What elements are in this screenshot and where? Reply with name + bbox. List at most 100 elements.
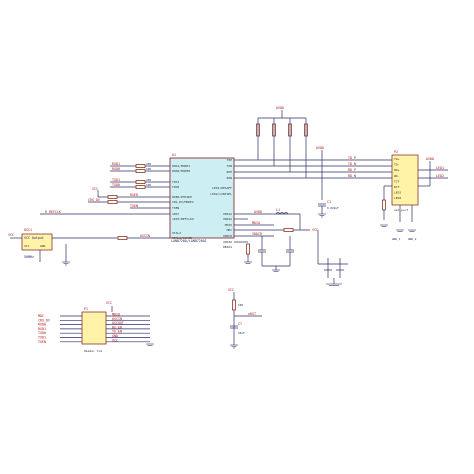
rx-resistor-bank: RXD1 RXD0 TXD1 TXD0 10R 10R 10R 10R — [110, 162, 170, 189]
header-left-net: TXD0 — [38, 331, 46, 335]
net-led1: LED1 — [436, 166, 444, 170]
ic-pin-label: LED2/nINTSEL — [210, 192, 232, 196]
oscillator-pin-vcc: VCC — [24, 244, 30, 248]
header-right-net: VCC — [112, 338, 118, 342]
ic-pin-label: RXER/PHYAD0 — [172, 195, 192, 199]
header-left-net: TXEN — [38, 340, 46, 344]
termination-network: AVDD — [256, 106, 308, 178]
ic-pin-label: LED1/REGOFF — [212, 186, 232, 190]
net-vcc-rst: VCC — [228, 288, 234, 292]
net-rxd0: RXD0 — [112, 167, 120, 171]
net-txen: TXEN — [130, 204, 138, 208]
header-part: Header 7x2 — [84, 349, 102, 353]
rj45-pin-label: RCT — [394, 185, 400, 189]
net-r-refclk: R_REFCLK — [45, 210, 61, 214]
header-left-net: TXD1 — [38, 336, 46, 340]
ground-symbol — [326, 283, 342, 286]
header-ref: P1 — [84, 307, 88, 311]
ic-pin-label: nINT/REFCLKO — [172, 217, 194, 221]
header-left-net: CRS_DV — [38, 318, 50, 322]
header-right-net: GND — [112, 334, 118, 338]
oscillator-freq: 50MHz — [24, 255, 34, 259]
rj45-pin-label: TD+ — [394, 157, 400, 161]
cap-nrst-value: 10uF — [238, 331, 245, 335]
net-vddcr: VDDCR — [252, 232, 262, 236]
ic-pin-label: nRST — [172, 212, 179, 216]
ic-pin-label: RXP — [227, 170, 233, 174]
ic-pin-label: RXD1/MODE1 — [172, 164, 190, 168]
ic-right-pins: TXP TXN RXP RXN LED1/REGOFF LED2/nINTSEL VDD1A… — [210, 158, 232, 249]
ground-symbol — [62, 261, 70, 266]
ic-pin-label: VDDIO — [223, 240, 232, 244]
ground-symbol — [272, 269, 280, 272]
rj45-pin-label: LED2 — [394, 196, 401, 200]
refclk-net: R_REFCLK — [40, 210, 170, 215]
ic-pin-label: MDC — [227, 228, 233, 232]
net-rxd1: RXD1 — [112, 162, 120, 166]
net-nrst: nRST — [248, 312, 256, 316]
net-rxer: RXER — [130, 193, 138, 197]
header-left-net: RXD1 — [38, 327, 46, 331]
ic-pin-label: VDD1A — [223, 212, 232, 216]
ic-pin-label: TXP — [227, 158, 233, 162]
cap-value: 0.022uF — [327, 206, 339, 210]
ground-symbol — [230, 344, 238, 349]
ic-pin-label: TXN — [227, 164, 233, 168]
ic-pin-label: RBIAS — [223, 245, 232, 249]
ground-symbol — [146, 343, 154, 346]
rj45-pin-label: TD- — [394, 163, 400, 167]
power-section: AVDD L1 MDIO VCC VDDCR — [234, 208, 348, 286]
net-txd1: TXD1 — [112, 178, 120, 182]
ic-ref: U1 — [172, 153, 176, 157]
ground-symbol — [408, 229, 416, 232]
resistor-value: 10R — [146, 183, 151, 187]
net-avdd-mid: AVDD — [316, 146, 324, 150]
rj45-pin-label: RD+ — [394, 168, 400, 172]
diff-pairs: TD_P TD_N RD_P RD_N — [234, 156, 392, 179]
ic-body — [169, 157, 235, 239]
ground-symbol — [244, 261, 252, 264]
ic-lan8720: U1 LAN8720A/LAN8720AI RXD1/MODE1RXD0/MOD… — [169, 153, 235, 249]
inductor-l1 — [275, 212, 289, 215]
resistor-mdc — [283, 228, 294, 232]
resistor-led — [382, 199, 386, 211]
header-right-net: OSCIN — [112, 317, 122, 321]
net-txd0: TXD0 — [112, 183, 120, 187]
resistor-value: 10R — [146, 167, 151, 171]
ic-pin-label: MDIO — [225, 223, 232, 227]
rxer-crsdv-block: VCC RXER CRS_DV TXEN — [88, 187, 170, 209]
net-avdd-u1: AVDD — [254, 210, 262, 214]
rj45-part: net_port — [394, 208, 409, 212]
oscillator: OSC1 VCC Output VCC GND 50MHz OSCIN VCC — [8, 228, 170, 266]
rj45-body — [391, 154, 419, 206]
net-vcc-hdr: VCC — [106, 301, 112, 305]
header-left-net: RXD0 — [38, 323, 46, 327]
ic-pin-label: RXN — [227, 176, 233, 180]
oscillator-ref: OSC1 — [24, 228, 32, 232]
rj45-pin-label: TCT — [394, 179, 400, 183]
resistor-nrst — [232, 299, 236, 311]
net-rd-p: RD_P — [348, 168, 356, 172]
net-rd-n: RD_N — [348, 174, 356, 178]
ic-pin-label: XTAL2 — [172, 231, 181, 235]
net-avdd-rj: AVDD — [426, 157, 434, 161]
inductor-ref: L1 — [276, 208, 280, 212]
net-avdd-top: AVDD — [276, 106, 284, 110]
rj45-pin-label: LED1 — [394, 191, 401, 195]
ground-symbol — [318, 213, 326, 218]
oscillator-pin-gnd: GND — [40, 244, 46, 248]
ic-pin-label: VDD2A — [223, 217, 232, 221]
ic-part-name: LAN8720A/LAN8720AI — [171, 239, 207, 243]
resistor-value: 10R — [146, 178, 151, 182]
resistor-txd0 — [135, 185, 146, 189]
resistor-txd1 — [135, 180, 146, 184]
net-oscin: OSCIN — [140, 234, 150, 238]
oscillator-body — [21, 233, 53, 251]
resistor-rbias — [246, 243, 250, 255]
rj45-pin-label: RD- — [394, 174, 400, 178]
cap-nrst-ref: C7 — [238, 322, 242, 326]
